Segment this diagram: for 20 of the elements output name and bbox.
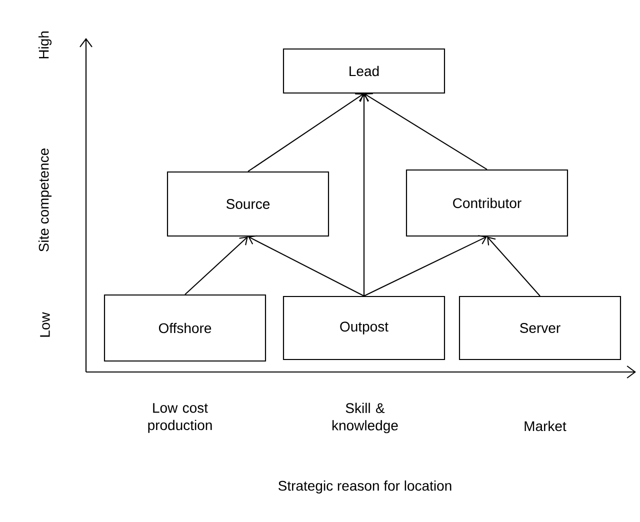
arrow <box>248 93 364 172</box>
arrow <box>184 236 248 295</box>
arrow <box>487 236 540 296</box>
role-box: Source <box>166 171 330 237</box>
arrow <box>364 93 488 170</box>
role-box: Server <box>458 296 622 360</box>
role-box: Offshore <box>104 294 266 362</box>
axis-label: Skill & knowledge <box>332 402 398 434</box>
role-box: Outpost <box>282 296 446 360</box>
axis-label: Market <box>524 420 566 432</box>
axis-label: Low <box>40 312 50 337</box>
axis-label: High <box>38 32 52 58</box>
axis-label: Strategic reason for location <box>278 480 452 494</box>
arrow <box>364 235 487 296</box>
axis-label: Site competence <box>38 148 52 252</box>
arrow <box>358 94 370 296</box>
role-box: Contributor <box>406 169 568 237</box>
axis-label: Low cost production <box>148 403 212 433</box>
role-box: Lead <box>282 48 446 94</box>
arrow <box>248 235 364 296</box>
